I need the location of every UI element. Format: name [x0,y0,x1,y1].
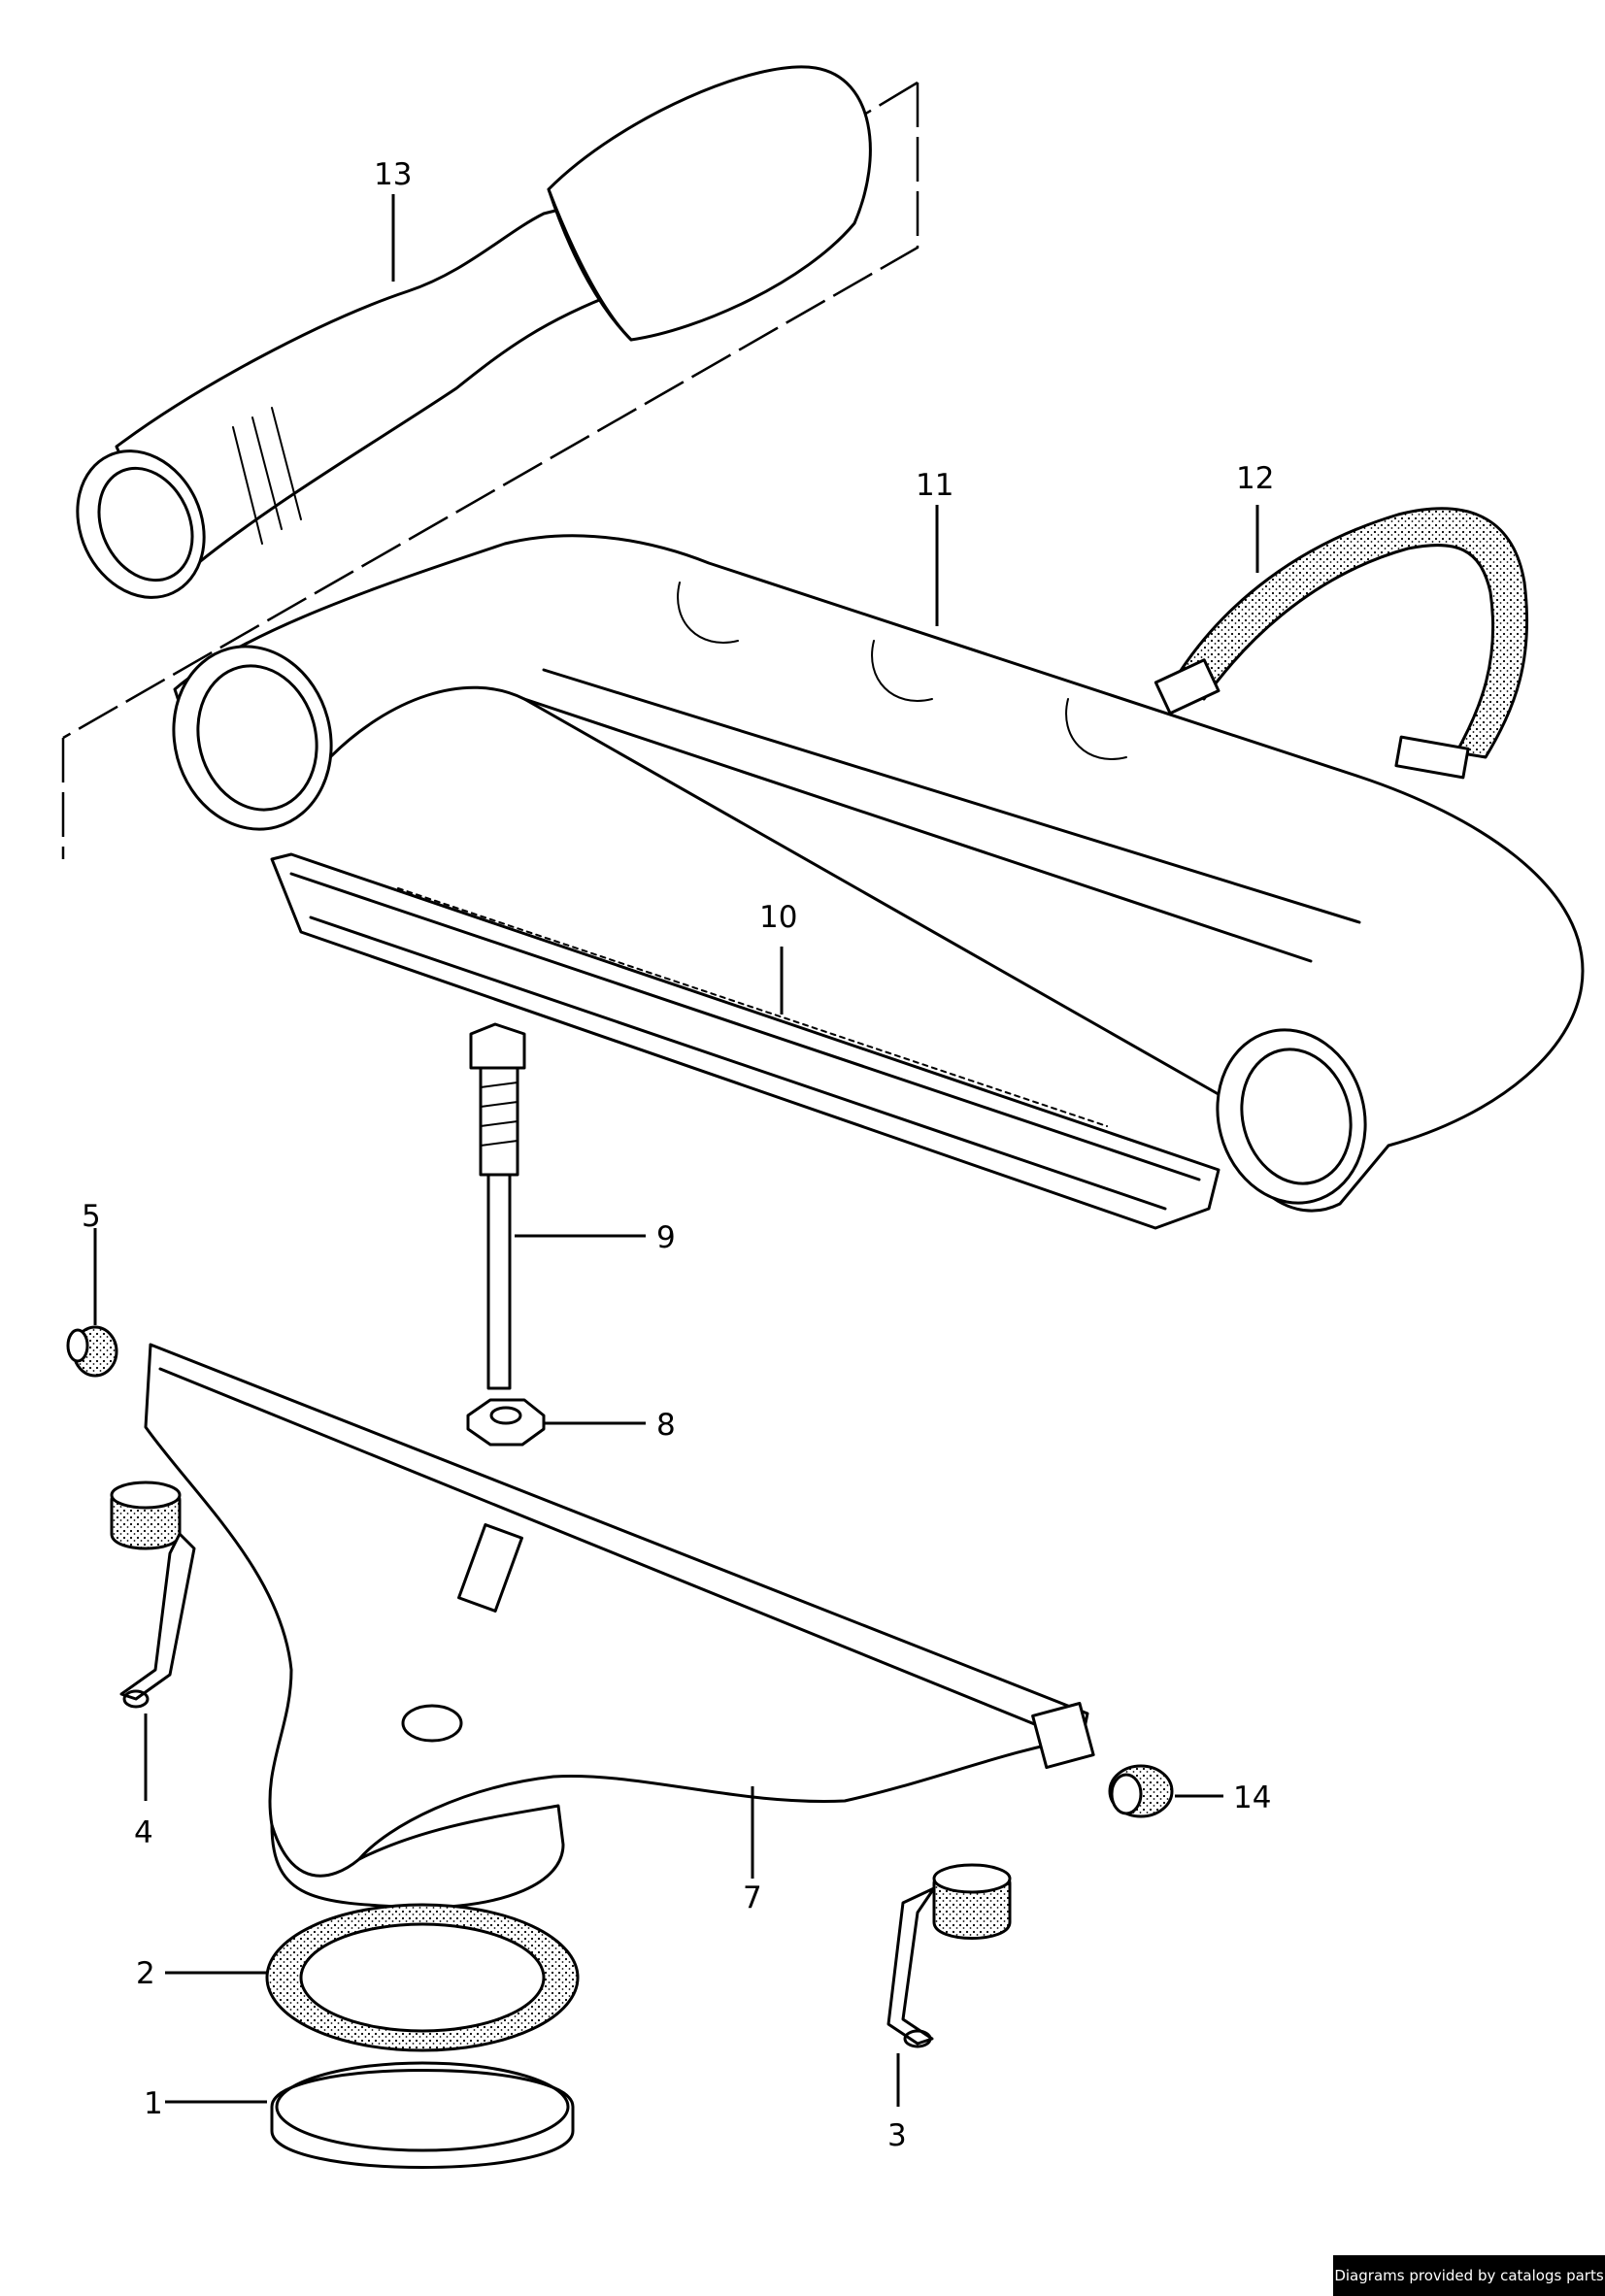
callout-3: 3 [887,2118,907,2153]
leader-lines [93,194,1259,2107]
part-14-bushing[interactable] [1108,1764,1174,1818]
part-11-filter-housing-upper[interactable] [153,534,1585,1220]
credit-banner: Diagrams provided by catalogs parts [1333,2255,1605,2296]
callout-14: 14 [1233,1780,1271,1815]
part-12-retaining-strap[interactable] [1154,507,1529,780]
part-9-bolt[interactable] [469,1022,526,1390]
part-2-gasket-ring[interactable] [265,1903,580,2052]
callout-9: 9 [656,1220,676,1255]
callout-13: 13 [374,157,412,192]
part-4-bracket[interactable] [110,1481,196,1709]
part-7-lower-housing[interactable] [144,1343,1095,1910]
callout-labels: 13 11 12 10 9 8 5 14 7 4 2 1 3 [82,157,1274,2153]
callout-8: 8 [656,1408,676,1443]
callout-10: 10 [759,900,797,935]
callout-5: 5 [82,1199,101,1234]
part-10-filter-element[interactable] [270,852,1220,1230]
part-1-clamp-ring[interactable] [270,2061,575,2169]
callout-1: 1 [144,2086,163,2121]
callout-7: 7 [743,1880,762,1915]
part-13-intake-hose[interactable] [54,65,872,618]
callout-12: 12 [1236,461,1274,496]
callout-11: 11 [916,468,953,503]
part-3-bracket[interactable] [886,1863,1012,2048]
part-5-bushing[interactable] [66,1325,118,1378]
callout-2: 2 [136,1956,155,1991]
callout-4: 4 [134,1815,153,1850]
part-8-nut[interactable] [466,1398,546,1447]
